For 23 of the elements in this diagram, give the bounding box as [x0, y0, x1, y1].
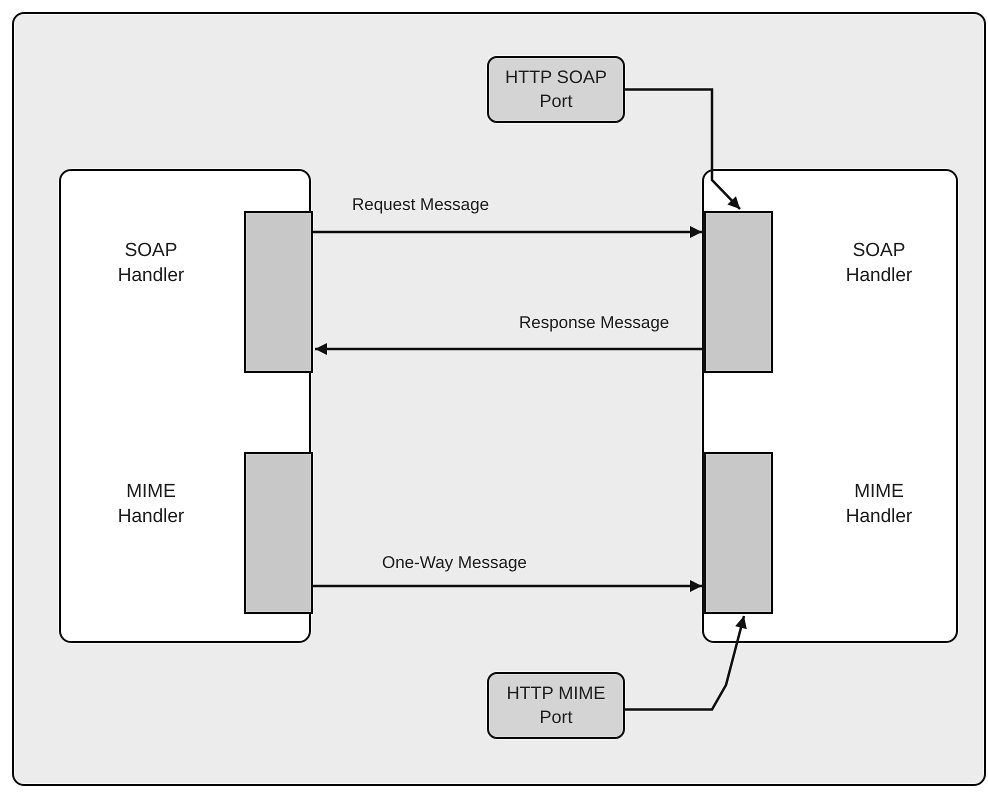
handler-port-bar [244, 452, 313, 614]
handler-port-bar [704, 211, 773, 373]
edge-label: Response Message [517, 313, 672, 333]
handler-label: SOAP Handler [116, 239, 186, 288]
port-box [487, 56, 625, 123]
handler-label: MIME Handler [844, 480, 914, 529]
port-box [487, 672, 625, 739]
arrow [313, 226, 702, 238]
handler-port-bar [244, 211, 313, 373]
arrow [313, 580, 702, 592]
arrow [315, 343, 704, 355]
handler-port-bar [704, 452, 773, 614]
arrow [625, 88, 741, 210]
handler-label: MIME Handler [116, 480, 186, 529]
panel-background [12, 12, 986, 786]
edge-label: One-Way Message [380, 553, 529, 573]
port-label: HTTP SOAP Port [504, 66, 608, 112]
component-box [702, 169, 958, 643]
port-label: HTTP MIME Port [506, 682, 606, 728]
arrow [625, 616, 747, 711]
handler-label: SOAP Handler [844, 239, 914, 288]
edge-label: Request Message [350, 195, 492, 215]
component-box [59, 169, 311, 643]
